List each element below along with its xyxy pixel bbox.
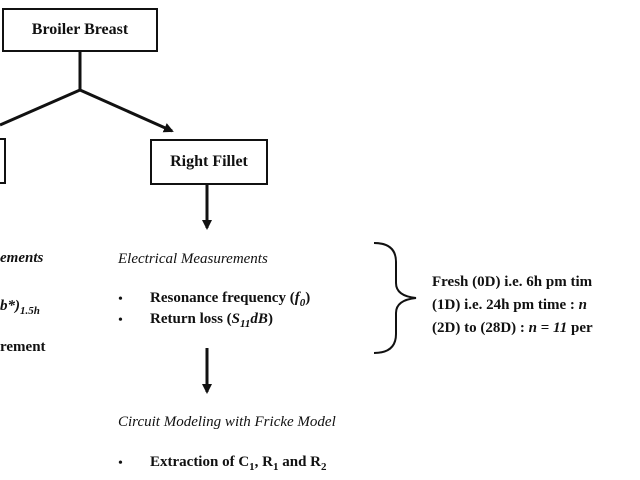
electrical-bullet-2: • xyxy=(118,313,123,328)
return-loss-label: Return loss ( xyxy=(150,311,232,327)
node-right-fillet-label: Right Fillet xyxy=(170,153,248,170)
return-loss-symbol: S xyxy=(231,311,241,327)
node-broiler-breast: Broiler Breast xyxy=(2,8,158,52)
electrical-heading: Electrical Measurements xyxy=(118,251,268,267)
extraction-mid1: , R xyxy=(254,454,273,470)
node-broiler-breast-label: Broiler Breast xyxy=(31,21,129,38)
schedule-line-3-text: (2D) to (28D) : xyxy=(432,320,529,336)
extraction-r1-sub: 1 xyxy=(273,461,279,473)
electrical-item-return-loss: Return loss (S11dB) xyxy=(150,311,273,330)
schedule-line-2: (1D) i.e. 24h pm time : n xyxy=(432,297,587,314)
extraction-mid2: and R xyxy=(278,454,322,470)
resonance-label: Resonance frequency ( xyxy=(150,290,295,306)
left-measurement-fragment: rement xyxy=(0,339,46,355)
return-loss-subscript: 11 xyxy=(240,318,251,330)
left-heading-fragment: ements xyxy=(0,250,44,266)
schedule-line-3-suffix: per xyxy=(567,320,593,336)
curly-brace xyxy=(373,242,417,354)
schedule-line-2-var: n xyxy=(578,297,587,313)
extraction-c-sub: 1 xyxy=(249,461,255,473)
return-loss-unit: dB xyxy=(250,311,268,327)
extraction-r2-sub: 2 xyxy=(321,461,327,473)
schedule-line-2-text: (1D) i.e. 24h pm time : xyxy=(432,297,579,313)
schedule-line-3-num: 11 xyxy=(553,320,568,336)
left-formula-text: b*) xyxy=(0,298,20,314)
schedule-line-3-eq: = xyxy=(536,320,554,336)
resonance-close: ) xyxy=(305,290,311,306)
circuit-heading: Circuit Modeling with Fricke Model xyxy=(118,414,336,430)
schedule-line-3-var: n xyxy=(528,320,537,336)
left-formula-subscript: 1.5h xyxy=(20,305,40,317)
circuit-item-extraction: Extraction of C1, R1 and R2 xyxy=(150,454,327,473)
extraction-prefix: Extraction of C xyxy=(150,454,250,470)
circuit-bullet: • xyxy=(118,456,123,471)
schedule-line-3: (2D) to (28D) : n = 11 per xyxy=(432,320,593,337)
branch-left-line xyxy=(0,88,81,127)
resonance-symbol: f xyxy=(294,290,300,306)
node-right-fillet: Right Fillet xyxy=(150,139,268,185)
branch-right-arrow xyxy=(79,88,174,133)
left-formula-fragment: b*)1.5h xyxy=(0,298,40,317)
electrical-bullet-1: • xyxy=(118,292,123,307)
return-loss-close: ) xyxy=(267,311,273,327)
resonance-subscript: 0 xyxy=(299,297,306,309)
schedule-line-1: Fresh (0D) i.e. 6h pm tim xyxy=(432,274,593,290)
node-left-fillet-partial xyxy=(0,138,6,184)
electrical-item-resonance: Resonance frequency (f0) xyxy=(150,290,310,309)
